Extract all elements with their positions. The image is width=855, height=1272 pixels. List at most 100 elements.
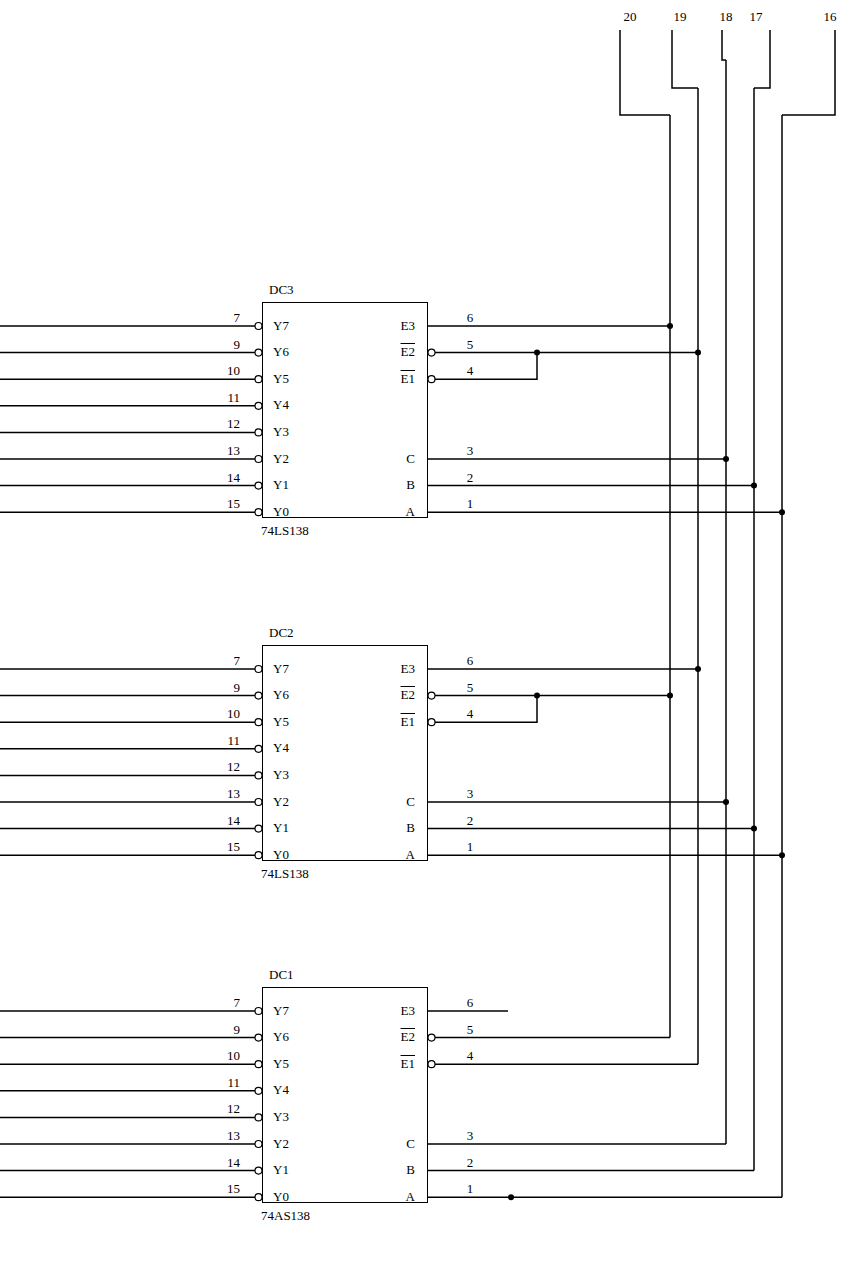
wire (0, 775, 255, 777)
inversion-bubble (428, 692, 435, 699)
pin-number: 14 (227, 471, 240, 485)
pin-number: 5 (467, 1023, 474, 1037)
pin-number: 6 (467, 654, 474, 668)
pin-name: Y0 (273, 1189, 289, 1205)
pin-name: Y0 (273, 504, 289, 520)
junction-dot (723, 799, 729, 805)
pin-number: 15 (227, 840, 240, 854)
pin-number: 12 (227, 760, 240, 774)
pin-number: 3 (467, 787, 474, 801)
inversion-bubble (255, 323, 262, 330)
wire (428, 854, 782, 856)
part-number: 74LS138 (261, 866, 309, 882)
pin-name: Y0 (273, 847, 289, 863)
pin-number: 2 (467, 471, 474, 485)
wire (428, 828, 754, 830)
pin-number: 3 (467, 444, 474, 458)
inversion-bubble (428, 1034, 435, 1041)
inversion-bubble (428, 376, 435, 383)
wire (0, 1037, 255, 1039)
pin-name: E2 (401, 1029, 415, 1045)
inversion-bubble (255, 1194, 262, 1201)
chip-title: DC2 (269, 625, 294, 641)
pin-name: E1 (401, 1056, 415, 1072)
wire (428, 1010, 508, 1012)
wire (754, 30, 770, 88)
pin-name: Y6 (273, 687, 289, 703)
inversion-bubble (255, 1061, 262, 1068)
inversion-bubble (255, 1114, 262, 1121)
wire (428, 1143, 726, 1145)
inversion-bubble (255, 402, 262, 409)
wire (0, 1063, 255, 1065)
pin-name: E2 (401, 687, 415, 703)
wire (428, 485, 754, 487)
junction-dot (779, 852, 785, 858)
pin-name: E2 (401, 344, 415, 360)
junction-dot (751, 826, 757, 832)
pin-name: Y4 (273, 1082, 289, 1098)
pin-number: 9 (234, 681, 241, 695)
pin-name: B (406, 820, 415, 836)
inversion-bubble (255, 1087, 262, 1094)
wire (697, 88, 699, 1064)
inversion-bubble (255, 482, 262, 489)
wire (0, 854, 255, 856)
inversion-bubble (428, 349, 435, 356)
junction-dot (695, 666, 701, 672)
pin-number: 4 (467, 364, 474, 378)
inversion-bubble (255, 666, 262, 673)
pin-name: A (406, 847, 415, 863)
pin-number: 5 (467, 681, 474, 695)
pin-name: Y5 (273, 1056, 289, 1072)
wire (0, 352, 255, 354)
part-number: 74AS138 (261, 1208, 310, 1224)
wire (782, 30, 835, 115)
junction-dot (723, 456, 729, 462)
wire (0, 458, 255, 460)
pin-name: Y2 (273, 451, 289, 467)
inversion-bubble (255, 376, 262, 383)
inversion-bubble (255, 1167, 262, 1174)
bus-number: 19 (674, 10, 687, 24)
pin-name: B (406, 1162, 415, 1178)
pin-number: 12 (227, 417, 240, 431)
pin-number: 4 (467, 1049, 474, 1063)
pin-number: 5 (467, 338, 474, 352)
pin-number: 14 (227, 1156, 240, 1170)
pin-name: E3 (401, 318, 415, 334)
pin-number: 6 (467, 311, 474, 325)
wire (0, 325, 255, 327)
pin-number: 14 (227, 814, 240, 828)
pin-name: Y6 (273, 1029, 289, 1045)
pin-number: 7 (234, 654, 241, 668)
wire (0, 828, 255, 830)
pin-number: 2 (467, 814, 474, 828)
inversion-bubble (255, 1008, 262, 1015)
pin-number: 11 (227, 391, 240, 405)
pin-name: Y2 (273, 794, 289, 810)
pin-name: Y1 (273, 477, 289, 493)
wire (0, 378, 255, 380)
wire (428, 801, 726, 803)
wire (781, 115, 783, 1197)
pin-number: 7 (234, 996, 241, 1010)
pin-name: Y7 (273, 661, 289, 677)
bus-number: 17 (750, 10, 763, 24)
wire (722, 30, 726, 60)
inversion-bubble (255, 719, 262, 726)
pin-number: 15 (227, 497, 240, 511)
wire (0, 485, 255, 487)
pin-number: 4 (467, 707, 474, 721)
pin-name: A (406, 504, 415, 520)
pin-name: Y7 (273, 318, 289, 334)
pin-name: Y3 (273, 767, 289, 783)
inversion-bubble (255, 1141, 262, 1148)
pin-name: Y5 (273, 714, 289, 730)
pin-name: Y2 (273, 1136, 289, 1152)
wire (435, 1037, 670, 1039)
decoder-chip: DC3Y7Y6Y5Y4Y3Y2Y1Y0E3E2E1CBA74LS138 (262, 302, 428, 518)
inversion-bubble (255, 745, 262, 752)
pin-number: 3 (467, 1129, 474, 1143)
pin-name: C (406, 794, 415, 810)
